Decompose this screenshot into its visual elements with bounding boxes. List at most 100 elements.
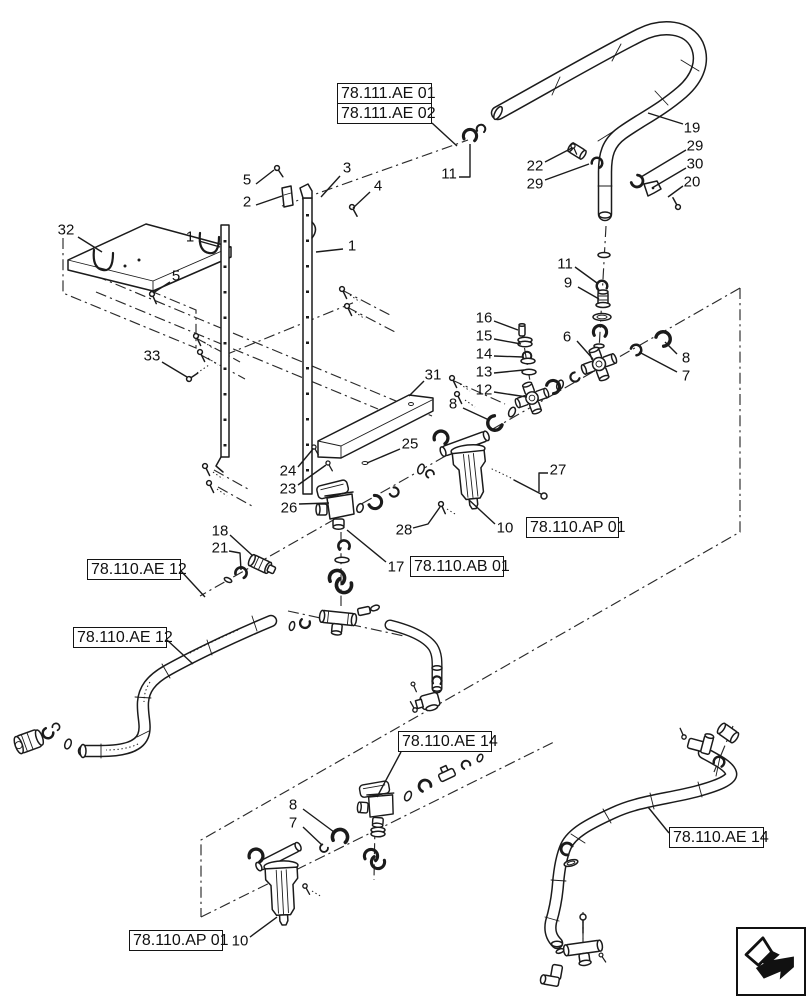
callout-18: 18 xyxy=(211,522,229,540)
ref-label: 78.110.AB 01 xyxy=(414,558,510,575)
leader-line xyxy=(667,185,684,198)
hose-19 xyxy=(490,21,708,222)
callout-2: 2 xyxy=(242,193,252,211)
callout-30: 30 xyxy=(686,155,704,173)
callout-31: 31 xyxy=(424,366,442,384)
leader-line xyxy=(298,502,330,505)
valve-12 xyxy=(483,376,564,435)
hose-ae14 xyxy=(539,722,740,987)
leader-line xyxy=(161,361,188,378)
callout-11: 11 xyxy=(557,255,573,273)
leader-line xyxy=(249,916,278,938)
leader-line xyxy=(544,147,573,163)
tee-fitting xyxy=(288,604,381,636)
ref-label: 78.110.AE 14 xyxy=(673,829,769,846)
callout-20: 20 xyxy=(683,173,701,191)
leader-line xyxy=(229,534,254,557)
leader-line xyxy=(459,144,471,178)
leader-line xyxy=(366,448,401,464)
leader-line xyxy=(180,570,206,598)
callout-5: 5 xyxy=(171,267,181,285)
valve-17-bottom xyxy=(355,753,484,873)
page-continued-arrow-glyph xyxy=(744,936,794,980)
ref-label: 78.110.AE 12 xyxy=(77,629,173,646)
ref-78-110-AP-01-bottom[interactable]: 78.110.AP 01 xyxy=(129,930,229,951)
leader-line xyxy=(152,281,171,294)
leader-line xyxy=(77,236,103,253)
leader-line xyxy=(346,529,387,563)
callout-3: 3 xyxy=(342,159,352,177)
leader-line xyxy=(412,506,441,529)
callout-10: 10 xyxy=(496,519,514,537)
page-continued-icon xyxy=(736,927,806,996)
callout-13: 13 xyxy=(475,363,493,381)
mounting-plate-32 xyxy=(67,223,232,292)
ref-label: 78.110.AE 12 xyxy=(91,561,187,578)
leader-line xyxy=(297,448,314,468)
callout-19: 19 xyxy=(683,119,701,137)
leader-line xyxy=(431,122,458,147)
leader-line xyxy=(352,191,371,209)
bolt-27 xyxy=(489,467,548,500)
callout-22: 22 xyxy=(526,157,544,175)
callout-5: 5 xyxy=(242,171,252,189)
leader-line xyxy=(544,163,590,181)
ref-label: 78.111.AE 01 xyxy=(341,85,436,102)
callout-27: 27 xyxy=(549,461,567,479)
leader-line xyxy=(493,355,524,358)
ref-label: 78.110.AP 01 xyxy=(530,519,626,536)
leader-line xyxy=(467,498,496,525)
leader-line xyxy=(228,550,242,571)
callout-10: 10 xyxy=(231,932,249,950)
leader-line xyxy=(297,464,327,486)
ref-78-110-AE-12-a[interactable]: 78.110.AE 12 xyxy=(87,559,187,580)
leader-line xyxy=(462,407,490,421)
callout-32: 32 xyxy=(57,221,75,239)
ref-label: 78.111.AE 02 xyxy=(338,103,436,123)
leader-line xyxy=(302,808,335,833)
short-hose xyxy=(384,619,444,714)
leader-line xyxy=(638,351,678,373)
ref-78-110-AE-12-b[interactable]: 78.110.AE 12 xyxy=(73,627,173,648)
callout-25: 25 xyxy=(401,435,419,453)
leader-line xyxy=(651,167,687,189)
callout-16: 16 xyxy=(475,309,493,327)
callout-9: 9 xyxy=(563,274,573,292)
callout-4: 4 xyxy=(373,177,383,195)
ref-label: 78.110.AP 01 xyxy=(133,932,229,949)
leader-line xyxy=(577,286,600,300)
leader-line xyxy=(493,338,522,345)
callout-14: 14 xyxy=(475,345,493,363)
nozzle-18-21 xyxy=(223,553,277,584)
ref-78-110-AP-01-mid[interactable]: 78.110.AP 01 xyxy=(526,517,626,538)
leader-line xyxy=(255,195,283,206)
leader-line xyxy=(664,341,678,355)
valve-17 xyxy=(315,478,402,597)
callout-6: 6 xyxy=(562,328,572,346)
leader-line xyxy=(376,751,402,798)
leader-line xyxy=(493,369,525,374)
fitting-stack-9-11 xyxy=(591,251,612,349)
ref-78-110-AE-14-b[interactable]: 78.110.AE 14 xyxy=(669,827,769,848)
callout-1: 1 xyxy=(185,228,195,246)
leader-line xyxy=(574,266,598,284)
ref-78-110-AB-01[interactable]: 78.110.AB 01 xyxy=(410,556,510,577)
callout-7: 7 xyxy=(288,814,298,832)
fitting-stack-12 xyxy=(517,322,537,376)
callout-29: 29 xyxy=(686,137,704,155)
callout-23: 23 xyxy=(279,480,297,498)
callout-28: 28 xyxy=(395,521,413,539)
strainer-10-bottom xyxy=(246,826,351,927)
leader-line xyxy=(255,169,275,185)
callout-7: 7 xyxy=(681,367,691,385)
leader-line xyxy=(640,149,687,178)
callout-17: 17 xyxy=(387,558,405,576)
callout-24: 24 xyxy=(279,462,297,480)
leader-line xyxy=(493,391,528,398)
callout-8: 8 xyxy=(288,796,298,814)
callout-11: 11 xyxy=(441,165,457,183)
ref-78-110-AE-14-a[interactable]: 78.110.AE 14 xyxy=(398,731,498,752)
